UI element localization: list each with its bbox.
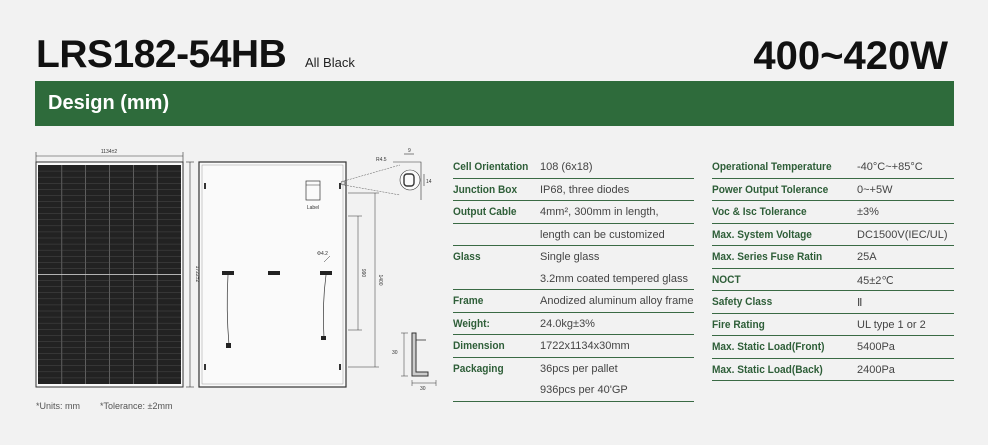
spec-row: Cell Orientation 108 (6x18) <box>453 156 694 179</box>
back-view: Label Φ4.2 <box>198 161 401 388</box>
tolerance-note: *Tolerance: ±2mm <box>100 401 173 411</box>
corner-detail <box>393 153 425 200</box>
spec-value: length can be customized <box>540 228 665 241</box>
spec-key: NOCT <box>712 273 741 286</box>
spec-key: Glass <box>453 251 481 263</box>
spec-key: Max. Static Load(Front) <box>712 341 825 353</box>
spec-value: IP68, three diodes <box>540 183 630 196</box>
spec-row: Packaging 36pcs per pallet <box>453 358 694 380</box>
spec-key: Frame <box>453 295 484 307</box>
spec-key: Power Output Tolerance <box>712 183 829 196</box>
spec-value: 36pcs per pallet <box>540 362 618 375</box>
spec-key: Operational Temperature <box>712 161 832 173</box>
spec-row: Output Cable 4mm², 300mm in length, <box>453 201 694 224</box>
power-range: 400~420W <box>753 34 948 78</box>
spec-value: Ⅱ <box>857 297 863 309</box>
spec-value: -40°C~+85°C <box>857 161 923 173</box>
spec-value: 24.0kg±3% <box>540 317 595 330</box>
spec-row: Glass Single glass <box>453 246 694 268</box>
spec-table-left: Cell Orientation 108 (6x18) Junction Box IP… <box>453 156 694 402</box>
spec-row: Voc & Isc Tolerance ±3% <box>712 201 954 224</box>
spec-key: Max. Static Load(Back) <box>712 363 823 376</box>
spec-key: Junction Box <box>453 183 518 196</box>
spec-value: 5400Pa <box>857 341 895 353</box>
label-marker: Label <box>307 205 319 211</box>
module-drawing: 1134±2 1722±2 Label Φ4.2 <box>35 148 437 392</box>
units-note: *Units: mm <box>36 401 81 411</box>
spec-row: Max. Static Load(Back) 2400Pa <box>712 359 954 381</box>
spec-key: Max. Series Fuse Ratin <box>712 251 823 263</box>
variant-label: All Black <box>305 55 355 70</box>
mount-distance-1: 990 <box>360 269 366 278</box>
spec-row: Max. Static Load(Front) 5400Pa <box>712 336 954 359</box>
spec-row: Frame Anodized aluminum alloy frame <box>453 290 694 313</box>
spec-table-right: Operational Temperature -40°C~+85°C Power … <box>712 156 954 381</box>
front-view <box>35 161 184 388</box>
spec-row: Max. Series Fuse Ratin 25A <box>712 246 954 269</box>
spec-value: 2400Pa <box>857 363 895 376</box>
hole-dimension: Φ4.2 <box>317 251 328 257</box>
spec-key: Fire Rating <box>712 318 765 331</box>
spec-key: Output Cable <box>453 206 517 218</box>
spec-row: 3.2mm coated tempered glass <box>453 268 694 290</box>
frame-height: 30 <box>392 350 398 356</box>
spec-key: Safety Class <box>712 296 773 308</box>
width-dimension: 1134±2 <box>101 149 117 155</box>
spec-row: 936pcs per 40'GP <box>453 379 694 402</box>
frame-profile <box>401 332 437 386</box>
spec-value: 936pcs per 40'GP <box>540 384 628 396</box>
spec-row: length can be customized <box>453 224 694 246</box>
spec-row: Weight: 24.0kg±3% <box>453 313 694 335</box>
spec-key: Dimension <box>453 340 505 352</box>
spec-value: 45±2℃ <box>857 274 894 287</box>
mount-distance-2: 1400 <box>377 274 383 285</box>
spec-key: Voc & Isc Tolerance <box>712 206 807 218</box>
spec-row: Power Output Tolerance 0~+5W <box>712 179 954 201</box>
spec-value: 0~+5W <box>857 183 893 196</box>
corner-radius: R4.5 <box>376 157 387 163</box>
spec-value: DC1500V(IEC/UL) <box>857 228 948 241</box>
spec-row: Fire Rating UL type 1 or 2 <box>712 314 954 336</box>
spec-row: Junction Box IP68, three diodes <box>453 179 694 201</box>
spec-row: NOCT 45±2℃ <box>712 269 954 291</box>
spec-row: Dimension 1722x1134x30mm <box>453 335 694 358</box>
spec-row: Operational Temperature -40°C~+85°C <box>712 156 954 179</box>
frame-width: 30 <box>420 386 426 392</box>
spec-row: Safety Class Ⅱ <box>712 291 954 314</box>
spec-value: 108 (6x18) <box>540 161 593 173</box>
spec-key: Weight: <box>453 317 490 330</box>
length-dimension: 1722±2 <box>194 266 200 283</box>
section-banner: Design (mm) <box>35 81 954 126</box>
spec-value: 4mm², 300mm in length, <box>540 206 659 218</box>
spec-value: ±3% <box>857 206 879 218</box>
spec-value: 3.2mm coated tempered glass <box>540 272 688 285</box>
spec-key: Packaging <box>453 362 504 375</box>
spec-value: 25A <box>857 251 877 263</box>
spec-value: 1722x1134x30mm <box>540 340 630 352</box>
corner-dim-b: 14 <box>426 179 432 185</box>
spec-value: Anodized aluminum alloy frame <box>540 295 694 307</box>
section-title: Design (mm) <box>48 92 170 114</box>
spec-value: Single glass <box>540 251 600 263</box>
spec-row: Max. System Voltage DC1500V(IEC/UL) <box>712 224 954 246</box>
spec-value: UL type 1 or 2 <box>857 318 926 331</box>
model-title: LRS182-54HB <box>36 33 287 76</box>
spec-key: Max. System Voltage <box>712 228 812 241</box>
corner-dim-a: 9 <box>408 148 411 154</box>
spec-key: Cell Orientation <box>453 161 529 173</box>
